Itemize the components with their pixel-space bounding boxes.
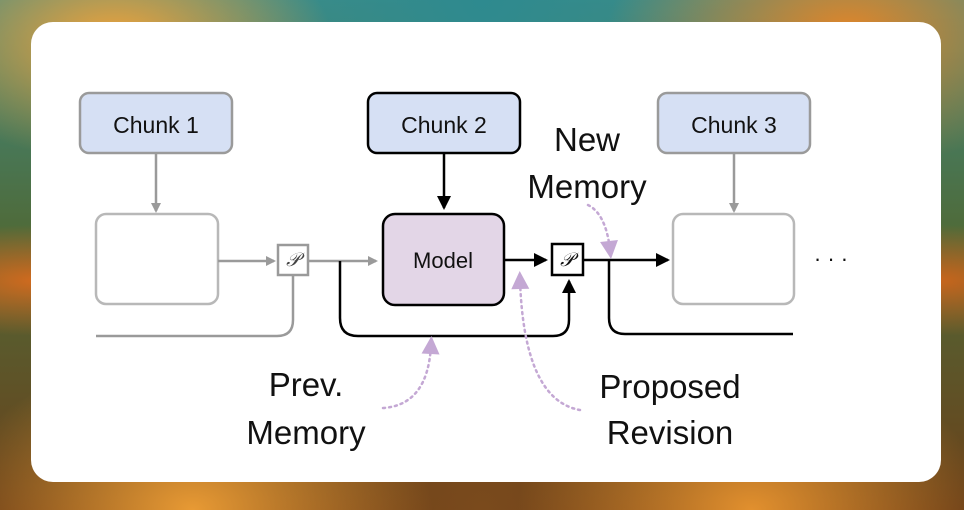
new-memory-label-line2: Memory: [527, 168, 647, 205]
prev-memory-label-line2: Memory: [246, 414, 366, 451]
prev-memory-bypass-path: [338, 261, 576, 338]
prev-memory-gray-path: [96, 275, 295, 338]
chunk-1: Chunk 1: [78, 91, 234, 155]
proposed-revision-label-line1: Proposed: [599, 368, 740, 405]
chunk-2: Chunk 2: [366, 91, 522, 155]
chunk-3-label: Chunk 3: [691, 112, 777, 138]
new-memory-label-line1: New: [554, 121, 620, 158]
new-memory-path: [607, 260, 793, 336]
next-state-box: [671, 212, 796, 306]
projection-2: 𝒫: [550, 242, 585, 277]
prev-memory-pointer: [381, 336, 440, 410]
chunk-2-label: Chunk 2: [401, 112, 487, 138]
chunk-1-label: Chunk 1: [113, 112, 199, 138]
model: Model: [381, 212, 506, 307]
projection-1-box: [276, 243, 310, 277]
ellipsis: · · ·: [814, 246, 848, 271]
model-label: Model: [413, 248, 473, 273]
chunk-3: Chunk 3: [656, 91, 812, 155]
proposed-revision-pointer: [511, 271, 582, 412]
new-memory-pointer: [586, 203, 618, 259]
prev-memory-label-line1: Prev.: [269, 366, 344, 403]
prev-state-box: [94, 212, 220, 306]
projection-1: 𝒫: [276, 243, 310, 277]
proposed-revision-label-line2: Revision: [607, 414, 734, 451]
